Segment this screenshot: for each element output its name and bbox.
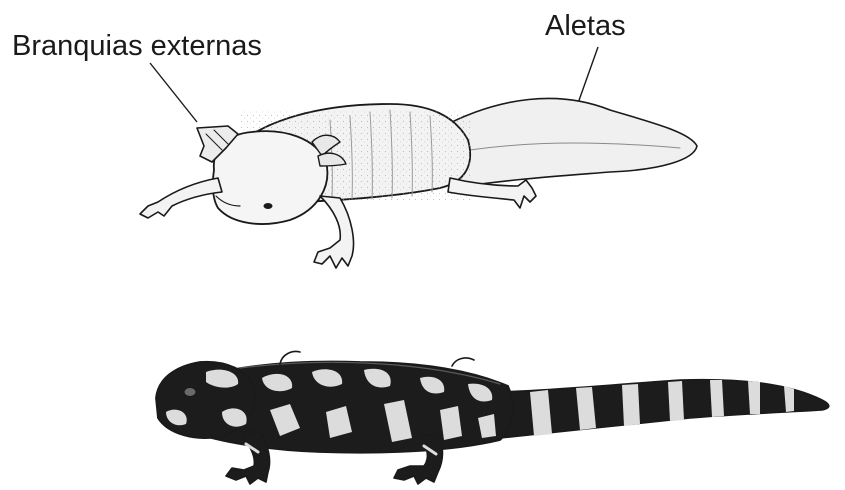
larva-front-right-leg: [314, 196, 354, 268]
adult-eye: [184, 388, 196, 397]
gills-leader-line: [150, 63, 197, 122]
larva-front-left-leg: [140, 178, 222, 218]
larva-eye: [264, 203, 273, 209]
adult-illustration: [156, 352, 829, 485]
larva-head: [213, 131, 328, 224]
adult-head: [156, 362, 255, 438]
larva-illustration: [140, 98, 697, 268]
